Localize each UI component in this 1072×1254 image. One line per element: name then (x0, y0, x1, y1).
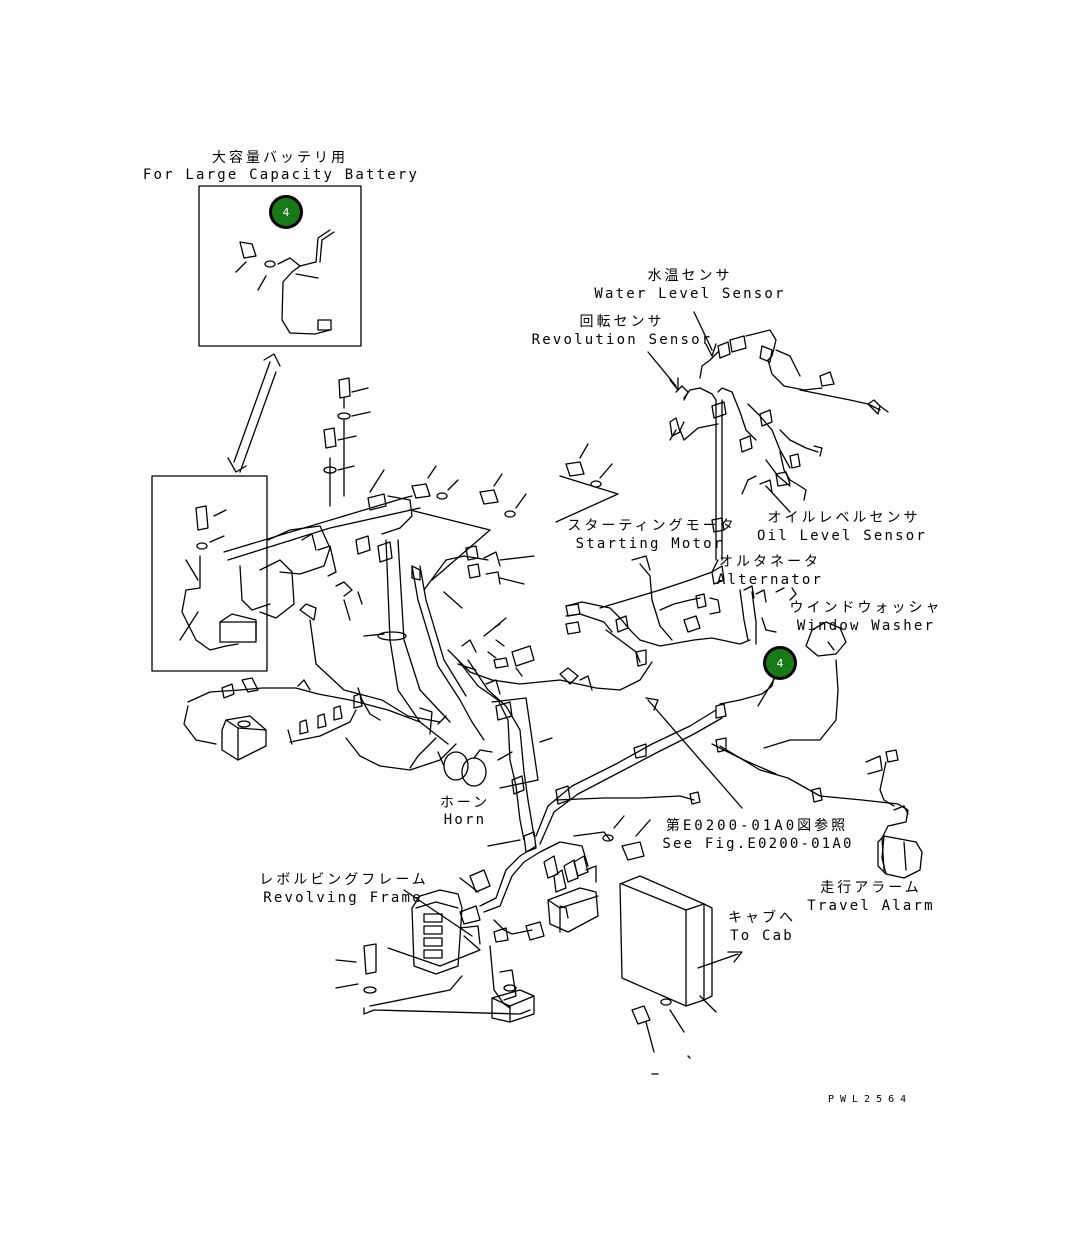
see-fig-label-jp: 第E0200-01A0図参照 (665, 818, 849, 834)
horn (437, 749, 513, 787)
to-cab-label-jp: キャブへ (728, 910, 796, 926)
travel-alarm-label-jp: 走行アラーム (820, 880, 922, 896)
revolving-frame-label-en: Revolving Frame (263, 890, 423, 906)
center-right-harness (535, 659, 909, 871)
battery-inset (198, 185, 362, 347)
engine-harness (565, 329, 889, 667)
drawing-code: PWL2564 (828, 1094, 913, 1105)
travel-alarm-label-en: Travel Alarm (807, 898, 935, 914)
starting-motor-label-jp: スターティングモータ (567, 518, 737, 534)
left-connectors (183, 677, 457, 771)
left-inset (151, 475, 268, 672)
revolving-frame-assembly (335, 839, 545, 1023)
to-cab-label-en: To Cab (730, 928, 794, 944)
oil-sensor-label-jp: オイルレベルセンサ (767, 510, 921, 526)
callout-badge[interactable]: 4 (269, 195, 303, 229)
main-harness (309, 539, 653, 841)
water-sensor-label-en: Water Level Sensor (594, 286, 786, 302)
revolution-sensor-label-en: Revolution Sensor (531, 332, 713, 348)
controller-box (619, 875, 717, 1075)
alternator-label-en: Alternator (716, 572, 824, 588)
central-block (523, 815, 651, 933)
revolution-sensor-label-jp: 回転センサ (579, 314, 665, 330)
revolving-frame-label-jp: レボルビングフレーム (259, 872, 429, 888)
double-arrow (227, 353, 281, 473)
water-sensor-label-jp: 水温センサ (647, 268, 733, 284)
horn-label-en: Horn (443, 812, 487, 828)
window-washer-label-en: Window Washer (796, 618, 936, 634)
window-washer-label-jp: ウインドウォッシャ (789, 600, 943, 616)
battery-cables (223, 377, 421, 621)
leader-lines (403, 311, 791, 969)
battery-label-jp: 大容量バッテリ用 (212, 150, 348, 166)
callout-badge[interactable]: 4 (763, 646, 797, 680)
starting-motor-label-en: Starting Motor (575, 536, 725, 552)
oil-sensor-label-en: Oil Level Sensor (756, 528, 928, 544)
travel-alarm (877, 835, 923, 879)
see-fig-label-en: See Fig.E0200-01A0 (662, 836, 854, 852)
battery-label-en: For Large Capacity Battery (142, 167, 420, 183)
alternator-label-jp: オルタネータ (719, 554, 821, 570)
bolts-top-middle (409, 443, 619, 581)
horn-label-jp: ホーン (439, 795, 491, 811)
